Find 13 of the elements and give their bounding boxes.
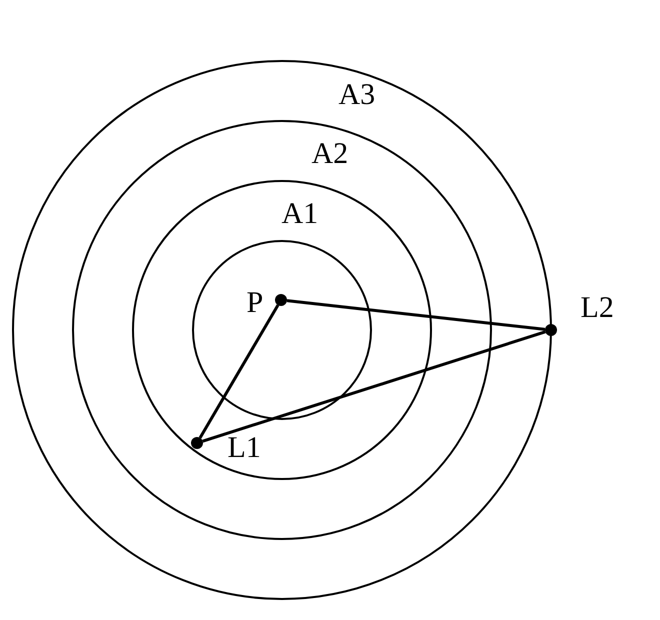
point-label: P [246,288,264,318]
circle-outline [192,240,372,420]
zone-label: A1 [282,199,318,229]
connector-line [286,299,546,331]
zone-label: A3 [338,80,376,110]
connector-line [198,304,280,439]
point-label: L2 [580,293,614,323]
circle-outline [12,60,552,600]
circle-outline [72,120,492,540]
point-label: L1 [228,433,261,463]
zone-label: A2 [312,139,348,169]
connector-line [202,330,546,443]
circle-outline [132,180,432,480]
